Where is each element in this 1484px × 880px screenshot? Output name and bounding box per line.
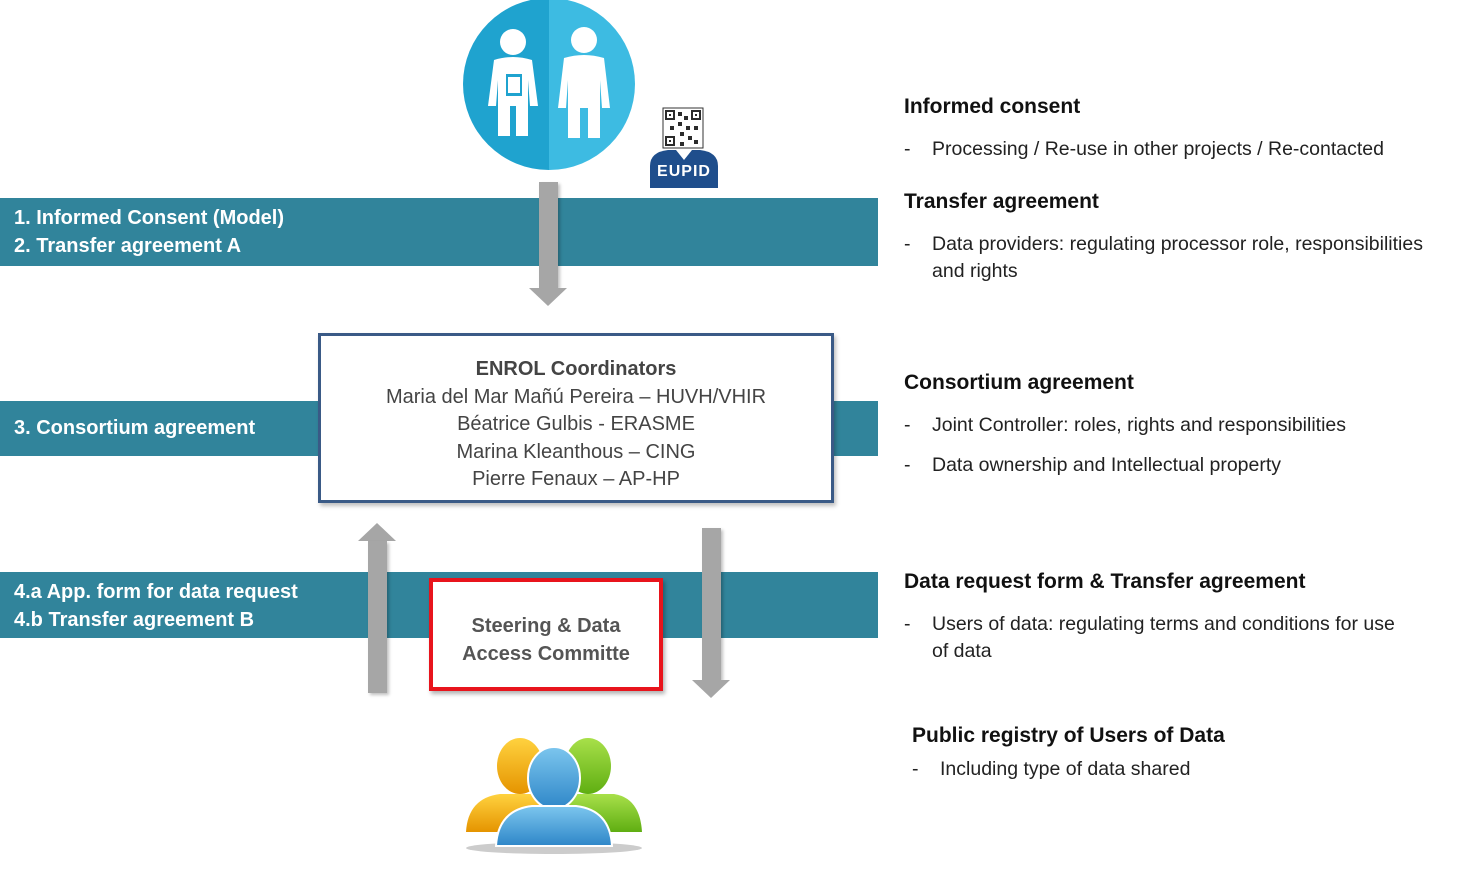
data-request-heading: Data request form & Transfer agreement — [904, 570, 1306, 593]
coordinator-member: Pierre Fenaux – AP-HP — [472, 468, 680, 490]
dash: - — [904, 454, 911, 476]
coordinator-member: Maria del Mar Mañú Pereira – HUVH/VHIR — [385, 385, 767, 408]
item-text: Data ownership and Intellectual property — [932, 454, 1282, 476]
coordinator-member: Marina Kleanthous – CING — [456, 440, 696, 463]
dash: - — [904, 414, 911, 436]
public-registry-heading: Public registry of Users of Data — [912, 724, 1225, 747]
coordinator-member: Béatrice Gulbis - ERASME — [457, 413, 695, 435]
band-line: 4.b Transfer agreement B — [14, 609, 255, 631]
transfer-agreement-heading: Transfer agreement — [904, 190, 1099, 213]
item-text: Joint Controller: roles, rights and resp… — [932, 414, 1347, 436]
doctor-patient-icon — [463, 0, 635, 170]
qr-code-icon — [650, 107, 718, 188]
dash: - — [904, 233, 911, 255]
item-text: Data providers: regulating processor rol… — [932, 233, 1423, 255]
dash: - — [904, 613, 911, 635]
users-group-icon — [466, 738, 642, 854]
eupid-badge-label: EUPID — [657, 163, 711, 180]
dash: - — [912, 758, 919, 780]
list-item: - Data providers: regulating processor r… — [904, 231, 1470, 287]
band-line: 4.a App. form for data request — [14, 581, 298, 603]
band-line: 3. Consortium agreement — [14, 417, 256, 439]
consortium-agreement-heading: Consortium agreement — [904, 371, 1134, 394]
dash: - — [904, 138, 911, 160]
list-item: - Users of data: regulating terms and co… — [904, 611, 1470, 667]
item-text: Users of data: regulating terms and cond… — [932, 613, 1395, 635]
steering-line: Steering & Data — [471, 615, 621, 637]
coordinators-title: ENROL Coordinators — [475, 358, 677, 380]
informed-consent-heading: Informed consent — [904, 95, 1081, 118]
band-informed-consent: 1. Informed Consent (Model) 2. Transfer … — [0, 198, 878, 266]
item-text: of data — [932, 640, 992, 662]
item-text: and rights — [932, 260, 1018, 282]
item-text: Processing / Re-use in other projects / … — [932, 138, 1384, 160]
item-text: Including type of data shared — [940, 758, 1191, 780]
band-line: 2. Transfer agreement A — [14, 235, 242, 257]
band-line: 1. Informed Consent (Model) — [14, 207, 284, 229]
coordinators-box: ENROL Coordinators Maria del Mar Mañú Pe… — [318, 333, 834, 503]
steering-line: Access Committe — [462, 643, 630, 665]
steering-committee-box: Steering & Data Access Committe — [429, 578, 663, 691]
